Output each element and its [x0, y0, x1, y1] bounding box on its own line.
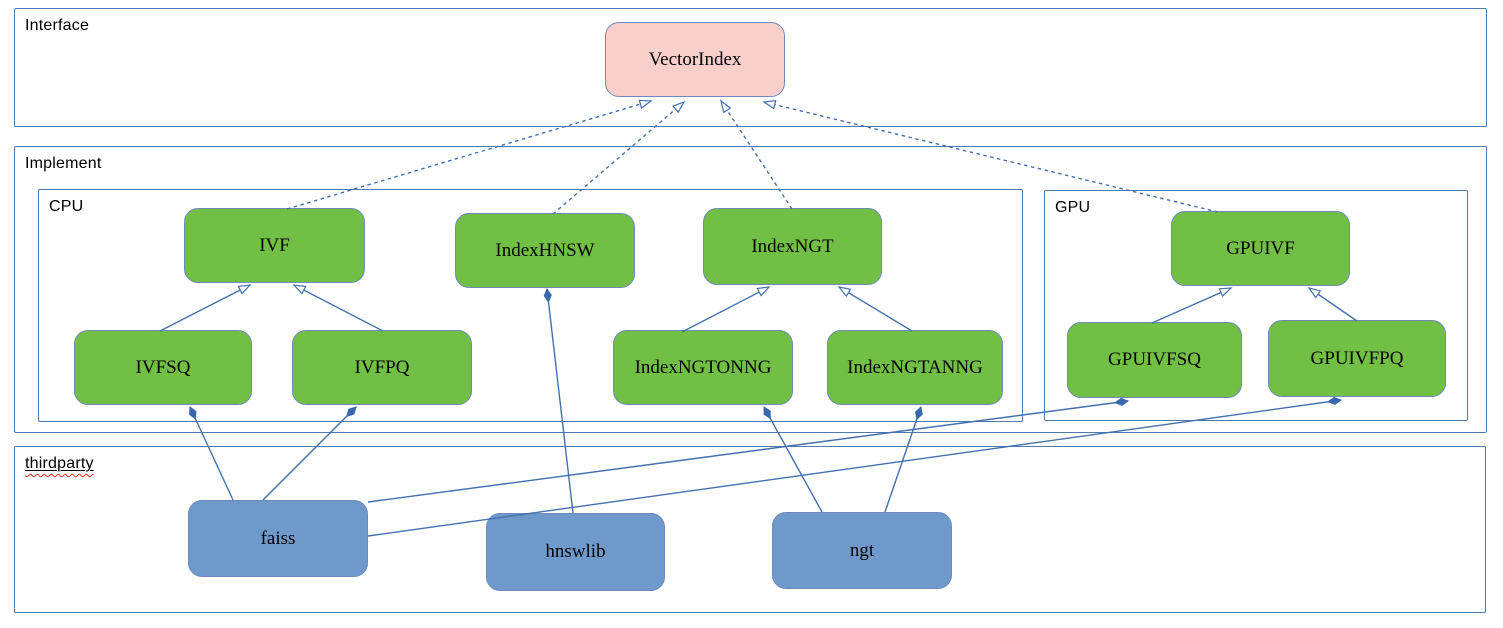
node-gpuivf: GPUIVF [1171, 211, 1350, 286]
container-gpu-label: GPU [1055, 199, 1091, 216]
node-hnswlib: hnswlib [486, 513, 665, 591]
container-implement-label: Implement [25, 155, 102, 172]
node-ivfsq: IVFSQ [74, 330, 252, 405]
container-interface-label: Interface [25, 17, 90, 34]
node-vectorindex: VectorIndex [605, 22, 785, 97]
node-indexhnsw: IndexHNSW [455, 213, 635, 288]
node-ivf: IVF [184, 208, 365, 283]
node-gpuivfpq: GPUIVFPQ [1268, 320, 1446, 397]
node-faiss: faiss [188, 500, 368, 577]
node-indexngtonng: IndexNGTONNG [613, 330, 793, 405]
node-indexngtanng: IndexNGTANNG [827, 330, 1003, 405]
node-ivfpq: IVFPQ [292, 330, 472, 405]
container-cpu-label: CPU [49, 198, 84, 215]
node-ngt: ngt [772, 512, 952, 589]
container-thirdparty-label: thirdparty [25, 455, 94, 472]
node-gpuivfsq: GPUIVFSQ [1067, 322, 1242, 398]
node-indexngt: IndexNGT [703, 208, 882, 285]
